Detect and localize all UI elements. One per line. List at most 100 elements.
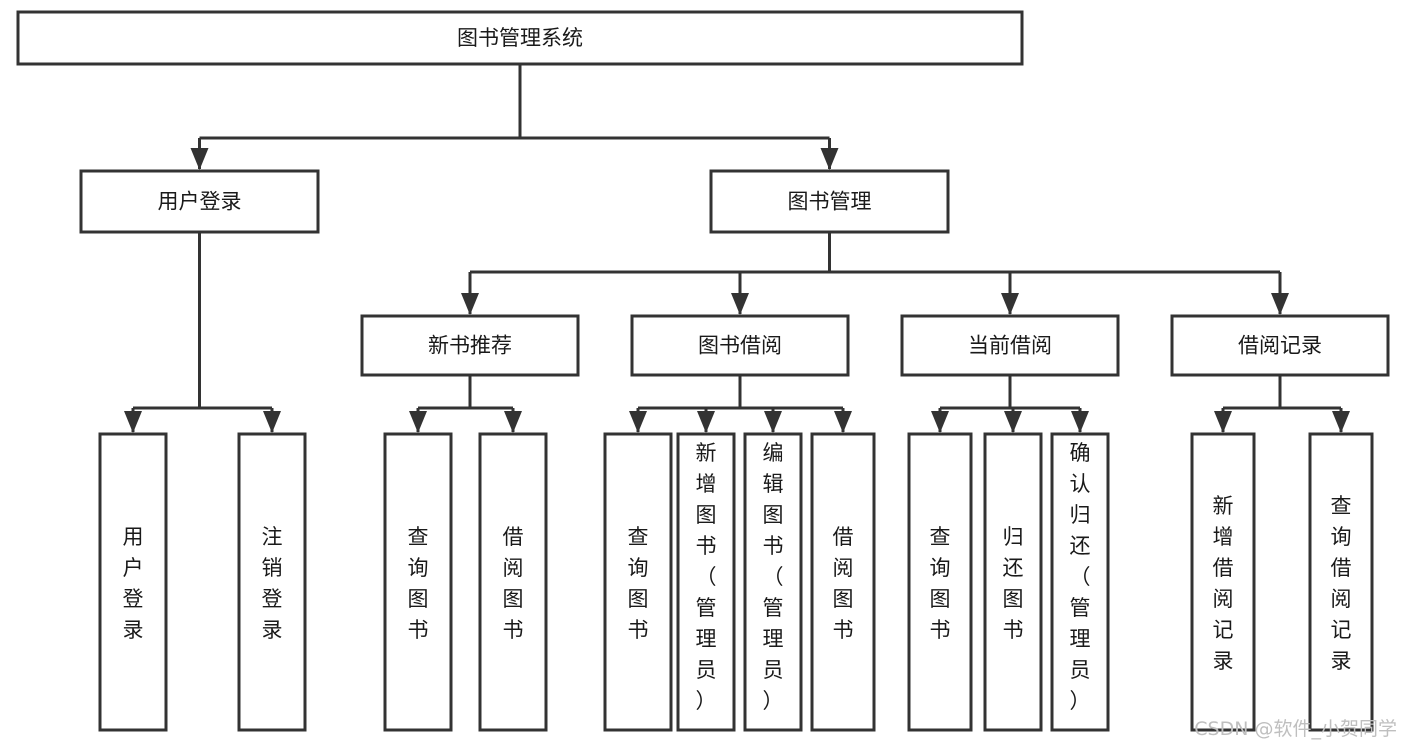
leaf-char: 图 [833,587,854,611]
leaf-char: 理 [1070,627,1091,651]
leaf-char: 销 [262,556,283,580]
leaf-box[interactable] [810,432,876,732]
leaf-char: 管 [1070,596,1091,620]
level3-node-box[interactable] [360,314,580,377]
leaf-char: 登 [262,587,283,611]
leaf-char: 借 [503,525,524,549]
leaf-label: 新增借阅记录 [1213,494,1234,673]
leaf-char: ） [763,689,784,713]
root-node-box[interactable] [16,10,1024,66]
leaf-node-leaf-query-book-rec[interactable]: 查询图书 [383,432,453,732]
leaf-char: 书 [833,618,854,642]
leaf-char: 阅 [1331,587,1352,611]
leaf-node-leaf-logout[interactable]: 注销登录 [237,432,307,732]
leaf-char: 注 [262,525,283,549]
leaf-char: 户 [123,556,144,580]
arrow-head-icon [1332,411,1350,433]
leaf-char: 查 [408,525,429,549]
leaf-char: 录 [1213,649,1234,673]
leaf-char: 书 [696,534,717,558]
leaf-box[interactable] [983,432,1043,732]
leaf-box[interactable] [907,432,973,732]
leaf-node-leaf-query-book[interactable]: 查询图书 [603,432,673,732]
leaf-char: 新 [696,441,717,465]
leaf-label: 查询图书 [408,525,429,642]
leaf-box[interactable] [237,432,307,732]
leaf-char: 理 [696,627,717,651]
leaf-char: 录 [1331,649,1352,673]
arrow-head-icon [504,411,522,433]
leaf-node-leaf-return-book[interactable]: 归还图书 [983,432,1043,732]
leaf-box[interactable] [1190,432,1256,732]
level3-node-box[interactable] [1170,314,1390,377]
leaf-node-leaf-borrow-book[interactable]: 借阅图书 [810,432,876,732]
arrow-head-icon [1004,411,1022,433]
arrow-head-icon [1001,293,1019,315]
arrow-head-icon [764,411,782,433]
leaf-char: 查 [628,525,649,549]
leaf-node-leaf-borrow-book-rec[interactable]: 借阅图书 [478,432,548,732]
leaf-char: 询 [628,556,649,580]
leaf-box[interactable] [603,432,673,732]
leaf-char: 询 [1331,525,1352,549]
leaf-label: 借阅图书 [503,525,524,642]
leaf-node-leaf-confirm-return[interactable]: 确认归还（管理员） [1050,432,1110,732]
leaf-char: 书 [930,618,951,642]
leaf-box[interactable] [676,432,736,732]
leaf-char: 归 [1070,503,1091,527]
leaf-node-leaf-add-book[interactable]: 新增图书（管理员） [676,432,736,732]
level3-node-box[interactable] [630,314,850,377]
leaf-char: 新 [1213,494,1234,518]
leaf-node-leaf-user-login[interactable]: 用户登录 [98,432,168,732]
leaf-char: 员 [1070,658,1091,682]
leaf-char: 书 [408,618,429,642]
leaf-box[interactable] [743,432,803,732]
level3-node-label: 新书推荐 [428,334,512,358]
level2-node-box[interactable] [79,169,320,234]
leaf-char: 询 [408,556,429,580]
leaf-char: 登 [123,587,144,611]
leaf-char: 认 [1070,472,1091,496]
level2-node-book-manage[interactable]: 图书管理 [709,169,950,234]
arrow-head-icon [1071,411,1089,433]
level2-node-user-login[interactable]: 用户登录 [79,169,320,234]
leaf-char: 图 [1003,587,1024,611]
leaf-box[interactable] [383,432,453,732]
leaf-char: 录 [262,618,283,642]
leaf-box[interactable] [1050,432,1110,732]
root-node-label: 图书管理系统 [457,26,583,50]
leaf-node-leaf-edit-book[interactable]: 编辑图书（管理员） [743,432,803,732]
level3-node-borrow-record[interactable]: 借阅记录 [1170,314,1390,377]
leaf-char: 图 [628,587,649,611]
arrow-head-icon [731,293,749,315]
leaf-node-leaf-add-record[interactable]: 新增借阅记录 [1190,432,1256,732]
leaf-box[interactable] [1308,432,1374,732]
arrow-head-icon [834,411,852,433]
leaf-char: 录 [123,618,144,642]
leaf-label: 查询图书 [628,525,649,642]
arrow-head-icon [1214,411,1232,433]
leaf-label: 归还图书 [1003,525,1024,642]
arrow-head-icon [190,148,209,170]
leaf-char: 书 [1003,618,1024,642]
level2-node-box[interactable] [709,169,950,234]
leaf-label: 查询图书 [930,525,951,642]
leaf-char: 借 [833,525,854,549]
level3-node-current-borrow[interactable]: 当前借阅 [900,314,1120,377]
arrow-head-icon [820,148,839,170]
arrow-head-icon [124,411,142,433]
leaf-node-leaf-query-record[interactable]: 查询借阅记录 [1308,432,1374,732]
leaf-char: 编 [763,441,784,465]
leaf-box[interactable] [478,432,548,732]
leaf-node-leaf-query-book-cur[interactable]: 查询图书 [907,432,973,732]
leaf-char: 书 [628,618,649,642]
arrow-head-icon [461,293,479,315]
leaf-box[interactable] [98,432,168,732]
level3-node-book-borrow[interactable]: 图书借阅 [630,314,850,377]
leaf-char: （ [696,565,717,589]
root-node-root[interactable]: 图书管理系统 [16,10,1024,66]
level3-node-new-book-rec[interactable]: 新书推荐 [360,314,580,377]
level3-node-box[interactable] [900,314,1120,377]
level3-node-label: 图书借阅 [698,334,782,358]
